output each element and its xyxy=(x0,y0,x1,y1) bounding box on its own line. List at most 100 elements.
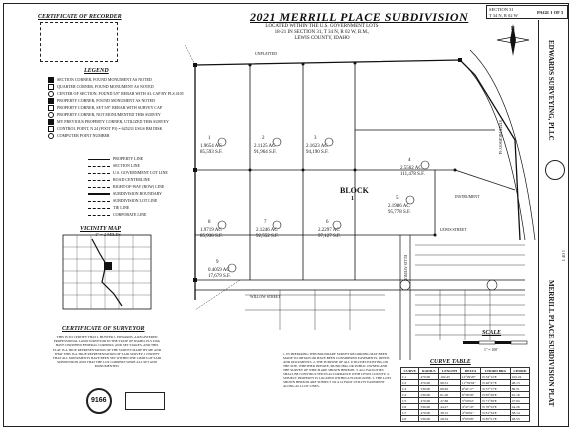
lot-square-feet: 17,679 S.F. xyxy=(208,274,231,279)
signature-block xyxy=(125,392,165,410)
surveyor-certificate-text: THIS IS TO CERTIFY THAT I, HUNTER J. EDW… xyxy=(52,335,162,369)
seal-number: 9166 xyxy=(91,397,107,404)
plat-notes: 1. IN PREPARING THIS BOUNDARY SURVEY REC… xyxy=(283,352,392,388)
lot-square-feet: 111,478 S.F. xyxy=(400,172,425,177)
lot-number: 4 xyxy=(408,158,411,163)
legend-symbol-icon xyxy=(48,112,54,119)
plat-subtitle-2: 18-21 IN SECTION 31, T 34 N, R 02 W, B.M… xyxy=(274,30,370,35)
legend-item: PROPERTY CORNER, FOUND MONUMENT AS NOTED xyxy=(48,98,155,105)
lot-acreage: 1.9654 AC xyxy=(200,144,222,149)
lot-square-feet: 85,593 S.F. xyxy=(200,150,223,155)
legend-symbol-icon xyxy=(48,105,54,112)
lot-number: 3 xyxy=(314,136,317,141)
legend-line-label: CORPORATE LINE xyxy=(113,212,147,217)
vicinity-map-title: VICINITY MAP xyxy=(80,226,121,232)
lot-number: 9 xyxy=(216,260,219,265)
legend-line-label: SECTION LINE xyxy=(113,163,140,168)
lot-square-feet: 97,127 S.F. xyxy=(318,234,341,239)
unplatted-label-north: UNPLATTED xyxy=(255,52,277,56)
legend-line-symbol-icon xyxy=(88,165,110,167)
lot-acreage: 2.2297 AC xyxy=(318,228,340,233)
instrument-label: INSTRUMENT xyxy=(455,195,480,199)
sheet-section: SECTION 31 xyxy=(489,7,514,12)
lot-square-feet: 92,552 S.F. xyxy=(256,234,279,239)
lot-acreage: 2.1246 AC xyxy=(256,228,278,233)
vicinity-scale: 1" = 2 MILES xyxy=(95,232,121,237)
plat-title: 2021 MERRILL PLACE SUBDIVISION xyxy=(250,10,469,24)
lot-square-feet: 85,936 S.F. xyxy=(200,234,223,239)
legend-item-label: CONTROL POINT, N 24 (FOOT P3) = 625233 U… xyxy=(57,126,163,131)
svg-text:N: N xyxy=(511,26,515,32)
company-name: EDWARDS SURVEYING, PLLC xyxy=(547,40,555,141)
sheet-page: PAGE 1 OF 3 xyxy=(537,10,564,15)
street-label-willow: WILLOW STREET xyxy=(250,295,281,299)
lot-acreage: 2.1623 AC xyxy=(306,144,328,149)
scale-value: 1" = 100' xyxy=(484,348,498,352)
sheet-box: SECTION 31 T 34 N, R 02 W PAGE 1 OF 3 xyxy=(486,5,568,19)
legend-symbol-icon xyxy=(48,98,54,105)
sheet-township: T 34 N, R 02 W xyxy=(489,13,518,18)
curve-table-cell: 28.53 xyxy=(509,415,531,422)
legend-item-label: CENTER OF SECTION, FOUND 5/8" REBAR WITH… xyxy=(57,91,184,96)
legend-line-item: SUBDIVISION BOUNDARY xyxy=(88,191,162,196)
plat-subtitle-3: LEWIS COUNTY, IDAHO xyxy=(294,36,350,41)
legend-item-label: PROPERTY CORNER, NOT MONUMENTED THIS SUR… xyxy=(57,112,161,117)
legend-line-item: SECTION LINE xyxy=(88,163,140,168)
curve-table-cell: N 85°21'E xyxy=(480,415,511,422)
legend-symbol-icon xyxy=(48,126,54,133)
lot-acreage: 2.5562 AC xyxy=(400,166,422,171)
scale-title: SCALE xyxy=(482,330,502,336)
recorder-block xyxy=(40,22,118,62)
legend-line-symbol-icon xyxy=(88,193,110,196)
north-arrow-icon: N xyxy=(496,24,530,56)
avenue-label: ELLIS AVENUE xyxy=(403,255,407,282)
legend-item: CONTROL POINT, N 24 (FOOT P3) = 625233 U… xyxy=(48,126,163,133)
lot-square-feet: 94,190 S.F. xyxy=(306,150,329,155)
legend-symbol-icon xyxy=(48,133,54,140)
legend-line-item: RIGHT-OF-WAY (ROW) LINE xyxy=(88,184,164,189)
legend-line-label: SUBDIVISION BOUNDARY xyxy=(113,191,163,196)
legend-line-symbol-icon xyxy=(88,158,110,160)
legend-line-symbol-icon xyxy=(88,172,110,174)
recorder-certificate-title: CERTIFICATE OF RECORDER xyxy=(38,14,122,20)
lot-square-feet: 95,778 S.F. xyxy=(388,210,411,215)
legend-line-symbol-icon xyxy=(88,200,110,202)
legend-item-label: PROPERTY CORNER, FOUND MONUMENT AS NOTED xyxy=(57,98,155,103)
legend-line-symbol-icon xyxy=(88,179,110,181)
block-number: 1 xyxy=(351,196,354,202)
lot-acreage: 2.1125 AC xyxy=(254,144,276,149)
lot-acreage: 0.4059 AC xyxy=(208,268,230,273)
surveyor-certificate-title: CERTIFICATE OF SURVEYOR xyxy=(62,326,145,332)
page-border xyxy=(3,3,569,427)
lot-number: 8 xyxy=(208,220,211,225)
legend-item: PROPERTY CORNER, NOT MONUMENTED THIS SUR… xyxy=(48,112,161,119)
legend-line-symbol-icon xyxy=(88,207,110,209)
curve-table-cell: 530.00 xyxy=(418,415,440,422)
legend-item: PROPERTY CORNER, SET 5/8" REBAR WITH SUR… xyxy=(48,105,163,112)
legend-symbol-icon xyxy=(48,91,54,98)
legend-line-symbol-icon xyxy=(88,214,110,216)
curve-table-cell: C8 xyxy=(399,415,420,422)
legend-item-label: PROPERTY CORNER, SET 5/8" REBAR WITH SUR… xyxy=(57,105,163,110)
legend-item: CENTER OF SECTION, FOUND 5/8" REBAR WITH… xyxy=(48,91,184,98)
legend-line-item: SUBDIVISION LOT LINE xyxy=(88,198,157,203)
street-label-lewis: LEWIS STREET xyxy=(440,228,467,232)
legend-item: SECTION CORNER, FOUND MONUMENT AS NOTED xyxy=(48,77,152,84)
sidebar-sheet: 1 OF 3 xyxy=(561,250,566,262)
lot-number: 5 xyxy=(396,196,399,201)
legend-line-item: PROPERTY LINE xyxy=(88,156,143,161)
legend-line-item: CORPORATE LINE xyxy=(88,212,146,217)
curve-table-cell: 3°05'08" xyxy=(459,415,482,422)
scale-bar xyxy=(463,340,528,345)
legend-line-item: TIE LINE xyxy=(88,205,129,210)
legend-item: MY PREVIOUS PROPERTY CORNER, UTILIZED TH… xyxy=(48,119,169,126)
legend-item-label: SECTION CORNER, FOUND MONUMENT AS NOTED xyxy=(57,77,152,82)
legend-line-label: SUBDIVISION LOT LINE xyxy=(113,198,158,203)
legend-line-symbol-icon xyxy=(88,186,110,188)
legend-item-label: COMPUTER POINT NUMBER xyxy=(57,133,110,138)
plat-drawing xyxy=(185,44,536,360)
surveyor-seal: 9166 xyxy=(86,388,112,414)
